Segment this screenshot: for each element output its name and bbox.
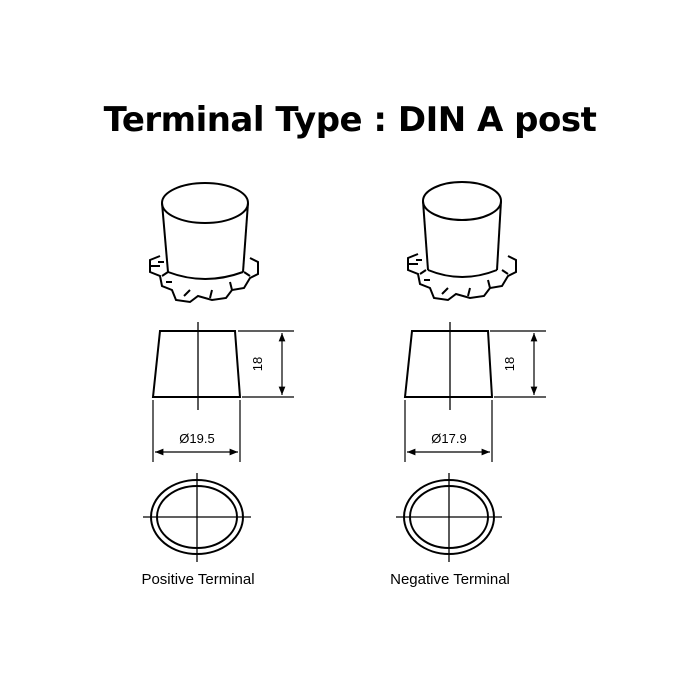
negative-terminal-label: Negative Terminal: [390, 571, 510, 588]
positive-terminal-3d-view: [149, 182, 259, 304]
negative-terminal-top-view: [396, 473, 502, 562]
positive-terminal-side-view: [151, 322, 294, 462]
positive-diameter-label: Ø19.5: [179, 431, 214, 446]
negative-height-label: 18: [502, 357, 517, 371]
positive-terminal-label: Positive Terminal: [141, 571, 255, 588]
page-title: Terminal Type : DIN A post: [103, 100, 597, 140]
positive-terminal-top-view: [143, 473, 251, 562]
negative-diameter-label: Ø17.9: [431, 431, 466, 446]
positive-height-label: 18: [250, 357, 265, 371]
negative-terminal-side-view: [403, 322, 546, 462]
negative-terminal-3d-view: [407, 181, 517, 302]
